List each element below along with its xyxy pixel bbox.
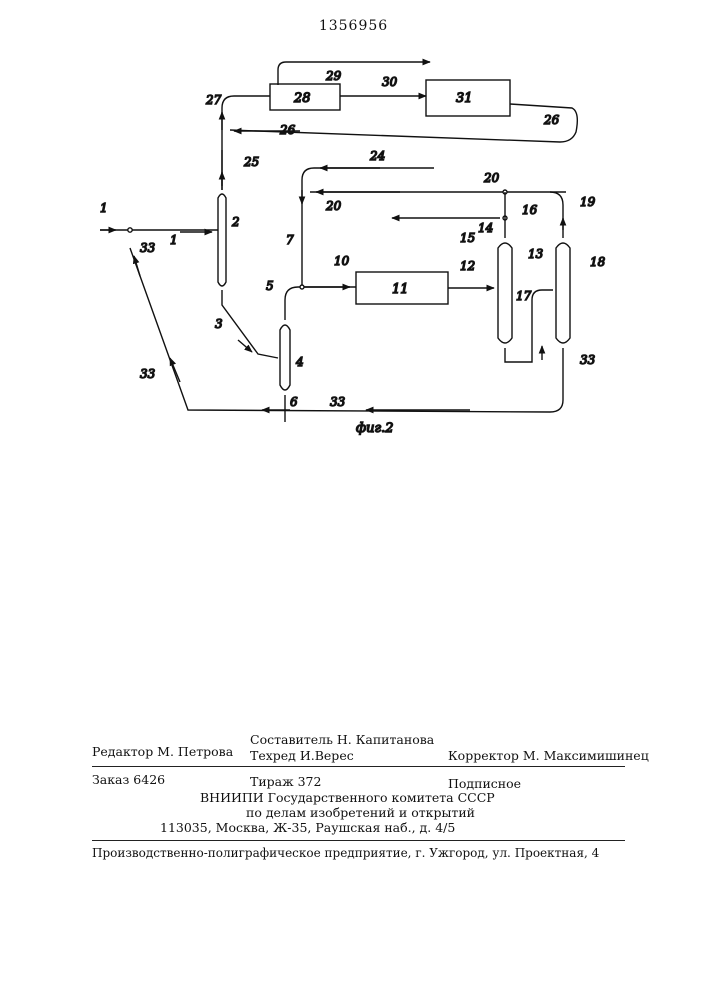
label-1: 1 xyxy=(170,233,178,247)
label-2: 2 xyxy=(231,215,240,229)
label-26: 26 xyxy=(543,113,560,127)
label-5: 5 xyxy=(266,279,274,293)
label-10: 10 xyxy=(334,254,350,268)
label-20: 20 xyxy=(325,199,342,213)
label-15: 15 xyxy=(460,231,475,245)
org-line-1: ВНИИПИ Государственного комитета СССР xyxy=(200,790,495,805)
compiler: Составитель Н. Капитанова xyxy=(250,732,434,747)
order: Заказ 6426 xyxy=(92,772,165,787)
circulation: Тираж 372 xyxy=(250,774,321,789)
label-16: 16 xyxy=(522,203,538,217)
label-33: 33 xyxy=(140,367,156,381)
label-14: 14 xyxy=(478,221,493,235)
corrector: Корректор М. Максимишинец xyxy=(448,748,649,763)
label-24: 24 xyxy=(369,149,385,163)
column-4 xyxy=(280,300,290,422)
label-11: 11 xyxy=(392,282,409,297)
figure-caption: фиг.2 xyxy=(356,421,394,436)
label-19: 19 xyxy=(580,195,596,209)
printer: Производственно-полиграфическое предприя… xyxy=(92,846,599,860)
label-4: 4 xyxy=(295,355,304,369)
label-31: 31 xyxy=(456,91,473,106)
label-1: 1 xyxy=(100,201,108,215)
label-27: 27 xyxy=(205,93,222,107)
label-18: 18 xyxy=(590,255,606,269)
column-2 xyxy=(218,150,226,286)
techred: Техред И.Верес xyxy=(250,748,354,763)
label-28: 28 xyxy=(293,91,311,106)
label-6: 6 xyxy=(290,395,298,409)
label-26: 26 xyxy=(279,123,296,137)
label-33: 33 xyxy=(140,241,156,255)
label-33: 33 xyxy=(330,395,346,409)
label-30: 30 xyxy=(382,75,398,89)
label-13: 13 xyxy=(528,247,544,261)
subscription: Подписное xyxy=(448,776,521,791)
label-7: 7 xyxy=(286,233,294,247)
divider xyxy=(92,766,625,767)
address: 113035, Москва, Ж-35, Раушская наб., д. … xyxy=(160,820,455,835)
label-12: 12 xyxy=(460,259,475,273)
upper-loop xyxy=(222,62,577,190)
editor: Редактор М. Петрова xyxy=(92,744,233,759)
process-flow-diagram: 1 1 2 3 4 5 6 7 10 11 12 13 14 15 16 17 … xyxy=(0,0,707,520)
column-18 xyxy=(130,192,570,412)
label-20: 20 xyxy=(483,171,500,185)
label-29: 29 xyxy=(325,69,342,83)
label-17: 17 xyxy=(516,289,532,303)
divider xyxy=(92,840,625,841)
label-3: 3 xyxy=(215,317,223,331)
label-25: 25 xyxy=(243,155,259,169)
org-line-2: по делам изобретений и открытий xyxy=(246,805,475,820)
label-33: 33 xyxy=(580,353,596,367)
